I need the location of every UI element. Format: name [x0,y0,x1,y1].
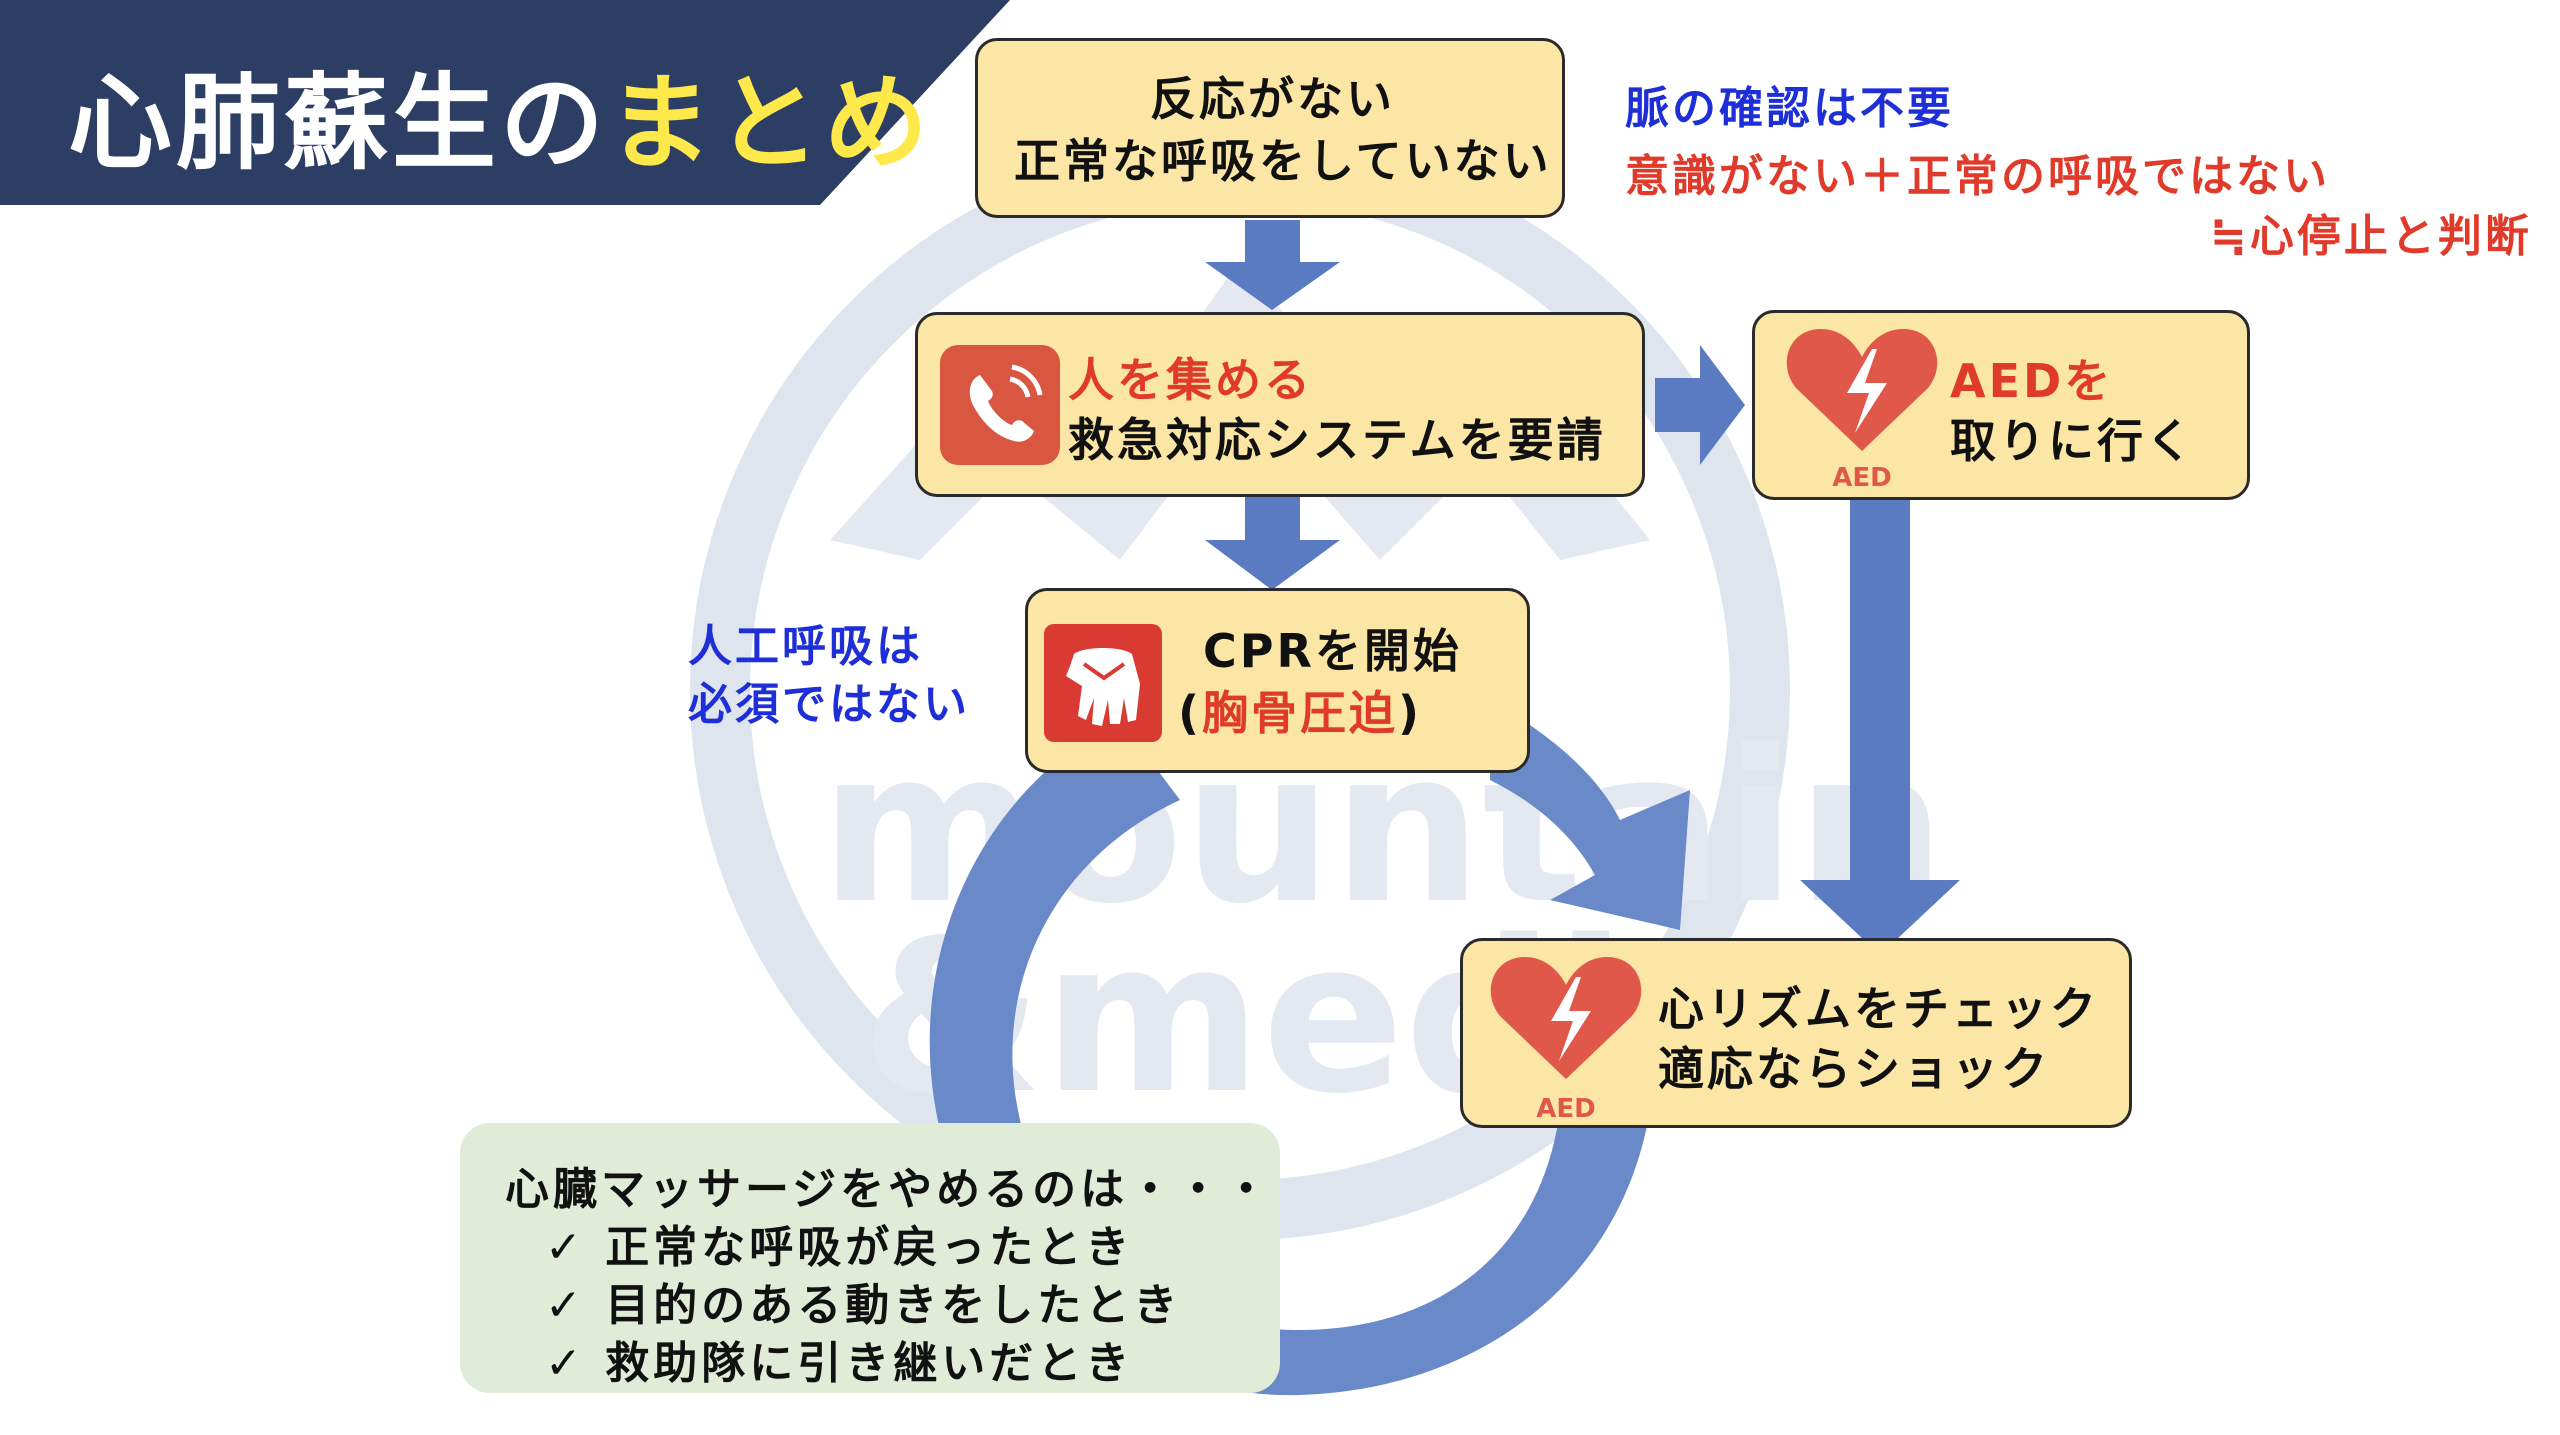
stop-criteria-item: ✓ 目的のある動きをしたとき [545,1280,1182,1331]
step-call-help-line2: 救急対応システムを要請 [1068,413,1606,467]
aed-heart-icon: AED [1786,329,1938,491]
phone-icon [940,345,1060,465]
arrow-right [1655,345,1745,465]
arrow-down-1 [1205,220,1340,310]
step-start-cpr-line2: (胸骨圧迫) [1178,683,1422,743]
stop-criteria-item: ✓ 救助隊に引き継いだとき [545,1338,1134,1389]
step-rhythm-check-line1: 心リズムをチェック [1658,982,2099,1036]
step-call-help-line1: 人を集める [1068,353,1313,407]
step-start-cpr: CPRを開始 (胸骨圧迫) [1025,588,1530,773]
cycle-arrow-top [1490,700,1690,930]
note-cardiac-arrest: ≒心停止と判断 [2210,211,2532,262]
check-icon: ✓ [545,1222,586,1273]
aed-icon-label-2: AED [1536,1094,1595,1124]
step-get-aed-line1: AEDを [1950,354,2114,408]
step-rhythm-check: AED 心リズムをチェック 適応ならショック [1460,938,2132,1128]
check-icon: ✓ [545,1338,586,1389]
step-call-help: 人を集める 救急対応システムを要請 [915,312,1645,497]
note-rescue-breathing-1: 人工呼吸は [688,621,923,672]
arrow-down-2 [1205,495,1340,590]
stop-criteria-heading: 心臓マッサージをやめるのは・・・ [505,1164,1273,1215]
stop-criteria-item: ✓ 正常な呼吸が戻ったとき [545,1222,1134,1273]
title-main: 心肺蘇生の [68,62,609,184]
note-pulse-check: 脈の確認は不要 [1625,83,1954,134]
note-rescue-breathing-2: 必須ではない [688,679,970,730]
note-unconscious: 意識がない＋正常の呼吸ではない [1625,151,2330,202]
step-start-cpr-line1: CPRを開始 [1203,624,1462,678]
arrow-down-long [1800,500,1960,955]
step-get-aed: AED AEDを 取りに行く [1752,310,2250,500]
aed-heart-icon-2: AED [1490,957,1642,1124]
title-banner [0,0,1010,205]
step-rhythm-check-line2: 適応ならショック [1658,1042,2050,1096]
paren-close: ) [1398,686,1423,740]
step-get-aed-line2: 取りに行く [1950,414,2195,468]
page-title: 心肺蘇生のまとめ [68,38,932,189]
step-no-response: 反応がない 正常な呼吸をしていない [975,38,1565,218]
step-no-response-line1: 反応がない [1150,72,1395,126]
aed-icon-label: AED [1832,463,1891,491]
check-icon: ✓ [545,1280,586,1331]
paren-open: ( [1178,686,1203,740]
cpr-hands-icon [1044,624,1162,742]
chest-compression-text: 胸骨圧迫 [1202,686,1399,740]
stop-criteria-box: 心臓マッサージをやめるのは・・・ ✓ 正常な呼吸が戻ったとき ✓ 目的のある動き… [460,1123,1280,1393]
title-highlight: まとめ [608,62,933,184]
step-no-response-line2: 正常な呼吸をしていない [1014,134,1552,188]
